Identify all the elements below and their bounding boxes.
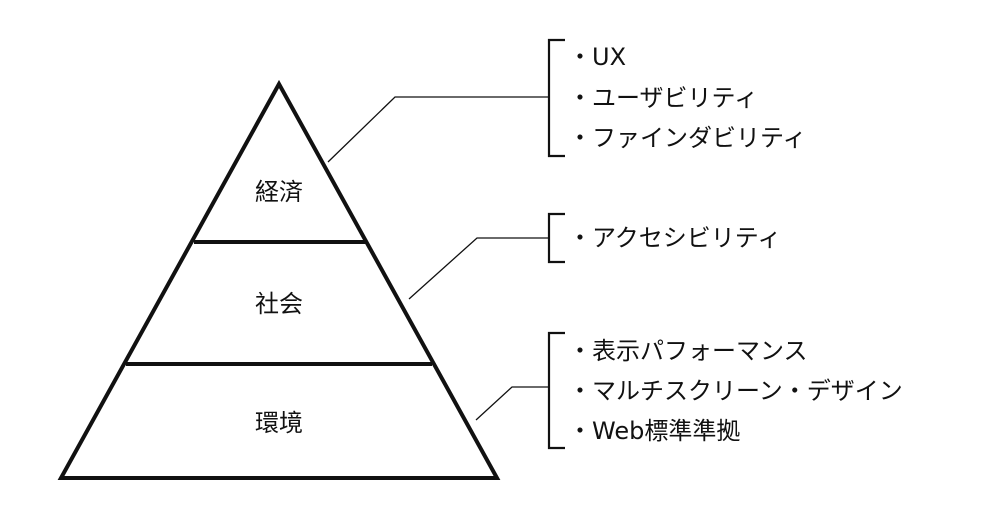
items-economy: ・UX ・ユーザビリティ ・ファインダビリティ <box>568 43 807 152</box>
layer-label-economy: 経済 <box>255 178 303 206</box>
item-multiscreen-design: ・マルチスクリーン・デザイン <box>568 377 903 405</box>
connector-society <box>408 237 548 300</box>
bracket-society <box>547 212 565 264</box>
items-environment: ・表示パフォーマンス ・マルチスクリーン・デザイン ・Web標準準拠 <box>568 337 903 445</box>
item-ux: ・UX <box>568 43 626 71</box>
connectors <box>327 96 548 421</box>
pyramid-shape <box>57 79 501 480</box>
items-society: ・アクセシビリティ <box>568 224 781 252</box>
item-display-performance: ・表示パフォーマンス <box>568 337 808 365</box>
item-web-standards: ・Web標準準拠 <box>568 417 740 445</box>
bracket-environment <box>547 331 565 450</box>
item-accessibility: ・アクセシビリティ <box>568 224 781 252</box>
item-usability: ・ユーザビリティ <box>568 84 758 112</box>
pyramid-outline <box>57 79 501 480</box>
item-findability: ・ファインダビリティ <box>568 124 807 152</box>
bracket-economy <box>547 38 565 158</box>
connector-environment <box>475 386 548 421</box>
connector-economy <box>327 96 548 163</box>
brackets <box>547 38 565 450</box>
layer-label-environment: 環境 <box>255 409 303 437</box>
layer-label-society: 社会 <box>255 290 303 318</box>
